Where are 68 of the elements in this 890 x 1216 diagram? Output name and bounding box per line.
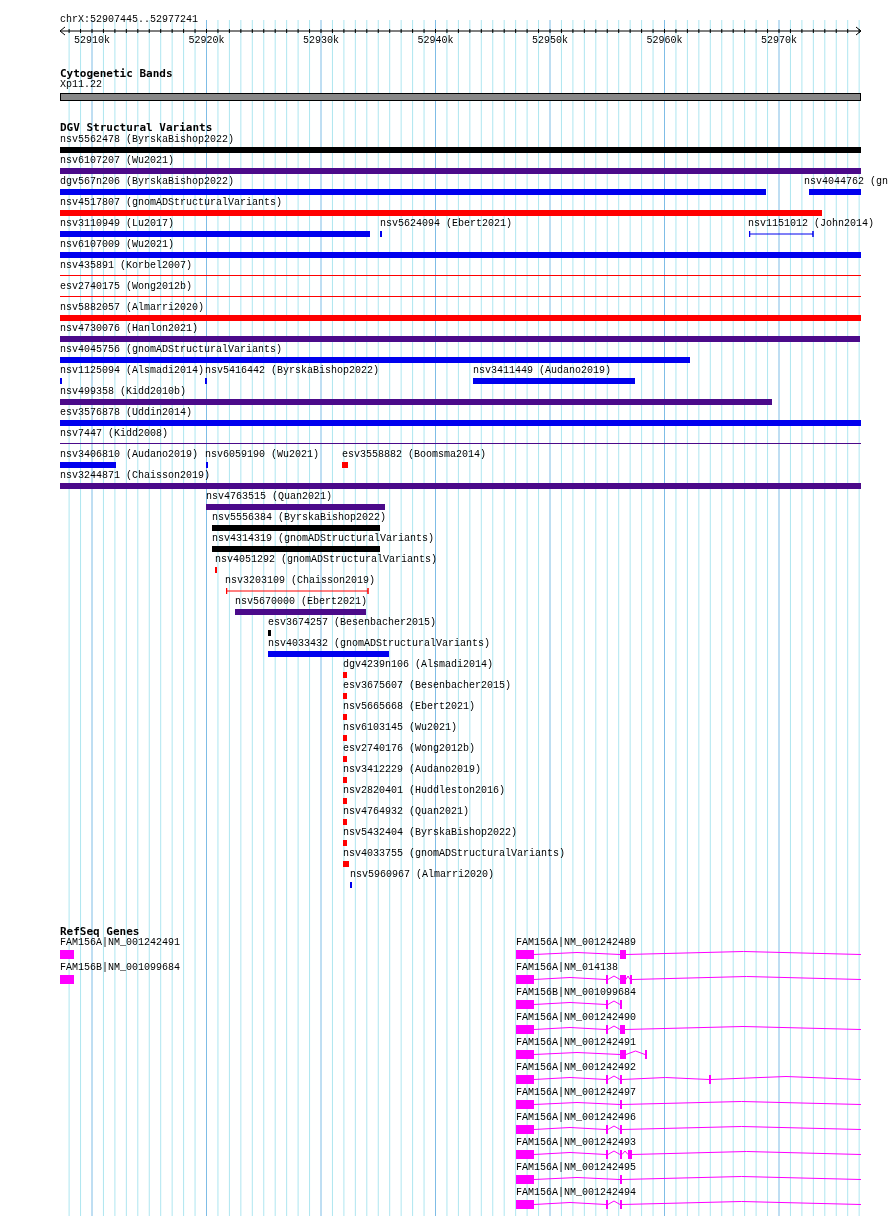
track-title: DGV Structural Variants — [60, 122, 213, 133]
variant-label: esv3674257 (Besenbacher2015) — [268, 618, 437, 628]
variant-label: nsv3203109 (Chaisson2019) — [225, 576, 376, 586]
gene-label: FAM156A|NM_001242490 — [516, 1013, 637, 1023]
gene-label: FAM156A|NM_001242491 — [516, 1038, 637, 1048]
variant-label: nsv4517807 (gnomADStructuralVariants) — [60, 198, 283, 208]
gene-label: FAM156A|NM_001242489 — [516, 938, 637, 948]
variant-label: nsv3244871 (Chaisson2019) — [60, 471, 211, 481]
band-label: Xp11.22 — [60, 80, 102, 90]
variant-label: nsv4033755 (gnomADStructuralVariants) — [343, 849, 566, 859]
variant-label: esv3576878 (Uddin2014) — [60, 408, 193, 418]
variant-label: nsv6059190 (Wu2021) — [205, 450, 320, 460]
gene-label: FAM156A|NM_001242496 — [516, 1113, 637, 1123]
variant-label: nsv5665668 (Ebert2021) — [343, 702, 476, 712]
axis-tick-label: 52930k — [303, 36, 339, 46]
location-label: chrX:52907445..52977241 — [60, 15, 199, 25]
axis-tick-label: 52950k — [532, 36, 568, 46]
variant-label: nsv4763515 (Quan2021) — [206, 492, 333, 502]
variant-label: esv3675607 (Besenbacher2015) — [343, 681, 512, 691]
variant-label: nsv6107207 (Wu2021) — [60, 156, 175, 166]
variant-label: nsv5432404 (ByrskaBishop2022) — [343, 828, 518, 838]
variant-label: nsv2820401 (Huddleston2016) — [343, 786, 506, 796]
variant-label: nsv6103145 (Wu2021) — [343, 723, 458, 733]
variant-label: nsv4044762 (gn — [804, 177, 888, 187]
variant-label: nsv5416442 (ByrskaBishop2022) — [205, 366, 380, 376]
gene-label: FAM156A|NM_014138 — [516, 963, 619, 973]
variant-label: nsv4730076 (Hanlon2021) — [60, 324, 199, 334]
gene-label: FAM156A|NM_001242494 — [516, 1188, 637, 1198]
variant-label: nsv5556384 (ByrskaBishop2022) — [212, 513, 387, 523]
variant-label: nsv3411449 (Audano2019) — [473, 366, 612, 376]
variant-label: dgv567n206 (ByrskaBishop2022) — [60, 177, 235, 187]
variant-label: nsv5882057 (Almarri2020) — [60, 303, 205, 313]
variant-label: nsv3110949 (Lu2017) — [60, 219, 175, 229]
axis-tick-label: 52910k — [74, 36, 110, 46]
variant-label: nsv4033432 (gnomADStructuralVariants) — [268, 639, 491, 649]
variant-label: nsv5624094 (Ebert2021) — [380, 219, 513, 229]
variant-label: esv3558882 (Boomsma2014) — [342, 450, 487, 460]
variant-label: nsv3412229 (Audano2019) — [343, 765, 482, 775]
variant-label: nsv4314319 (gnomADStructuralVariants) — [212, 534, 435, 544]
variant-label: nsv5960967 (Almarri2020) — [350, 870, 495, 880]
gene-label: FAM156A|NM_001242495 — [516, 1163, 637, 1173]
axis-tick-label: 52960k — [646, 36, 683, 46]
gene-label: FAM156A|NM_001242492 — [516, 1063, 637, 1073]
variant-label: nsv1151012 (John2014) — [748, 219, 875, 229]
variant-label: nsv5670000 (Ebert2021) — [235, 597, 368, 607]
variant-label: nsv5562478 (ByrskaBishop2022) — [60, 135, 235, 145]
gene-label: FAM156A|NM_001242491 — [60, 938, 181, 948]
gene-label: FAM156B|NM_001099684 — [516, 988, 637, 998]
variant-label: nsv4045756 (gnomADStructuralVariants) — [60, 345, 283, 355]
variant-label: nsv7447 (Kidd2008) — [60, 429, 169, 439]
variant-label: esv2740175 (Wong2012b) — [60, 282, 193, 292]
variant-label: nsv1125094 (Alsmadi2014) — [60, 366, 205, 376]
variant-label: nsv3406810 (Audano2019) — [60, 450, 199, 460]
axis-tick-label: 52970k — [761, 36, 797, 46]
variant-label: nsv6107009 (Wu2021) — [60, 240, 175, 250]
variant-label: dgv4239n106 (Alsmadi2014) — [343, 660, 494, 670]
variant-label: nsv499358 (Kidd2010b) — [60, 387, 187, 397]
variant-label: esv2740176 (Wong2012b) — [343, 744, 476, 754]
variant-label: nsv4764932 (Quan2021) — [343, 807, 470, 817]
gene-label: FAM156B|NM_001099684 — [60, 963, 181, 973]
gene-label: FAM156A|NM_001242497 — [516, 1088, 637, 1098]
gene-label: FAM156A|NM_001242493 — [516, 1138, 637, 1148]
variant-label: nsv435891 (Korbel2007) — [60, 261, 193, 271]
axis-tick-label: 52940k — [417, 36, 454, 46]
track-title: Cytogenetic Bands — [60, 68, 173, 79]
track-title: RefSeq Genes — [60, 926, 140, 937]
variant-label: nsv4051292 (gnomADStructuralVariants) — [215, 555, 438, 565]
axis-tick-label: 52920k — [188, 36, 225, 46]
